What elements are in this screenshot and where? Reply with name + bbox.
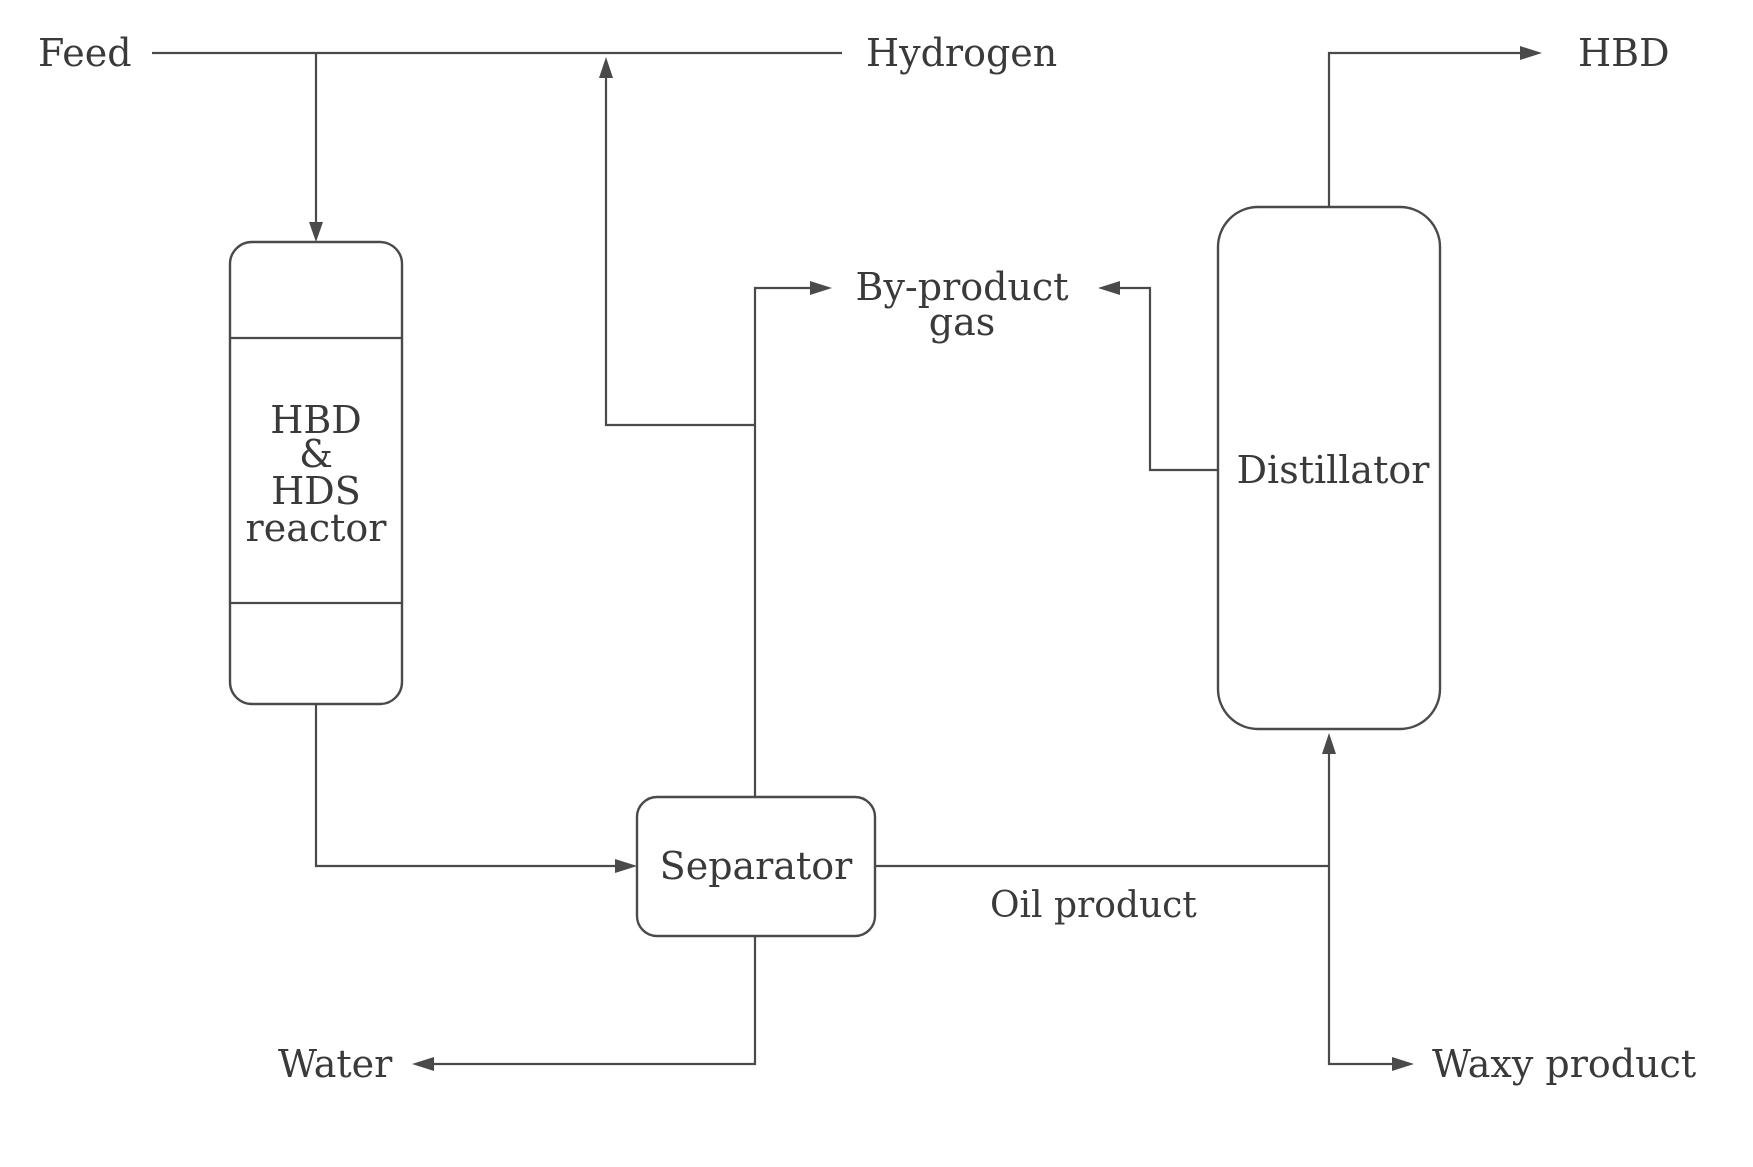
water-line xyxy=(432,936,755,1064)
arrow-to-water xyxy=(412,1057,434,1071)
hbd-product-line xyxy=(1329,53,1522,207)
waxy-product-label: Waxy product xyxy=(1432,1042,1696,1086)
arrow-into-separator xyxy=(615,859,637,873)
waxy-product-line xyxy=(1329,866,1394,1064)
arrow-up-to-distillator xyxy=(1322,733,1336,754)
arrow-to-waxy-product xyxy=(1392,1057,1414,1071)
feed-label: Feed xyxy=(38,31,132,75)
byproduct-gas-label-line2: gas xyxy=(929,300,995,344)
arrow-from-distillator-to-gas xyxy=(1098,281,1120,295)
hydrogen-recycle-line xyxy=(606,76,755,425)
water-label: Water xyxy=(278,1042,393,1086)
reactor-to-separator-line xyxy=(316,704,617,866)
arrow-to-byproduct-gas xyxy=(810,281,832,295)
separator-gas-line xyxy=(755,288,812,797)
reactor-label-line4: reactor xyxy=(246,506,388,550)
hbd-output-label: HBD xyxy=(1578,31,1670,75)
oil-product-label: Oil product xyxy=(990,885,1197,926)
arrow-up-recycle xyxy=(599,57,613,78)
arrow-to-hbd xyxy=(1520,46,1542,60)
separator-label: Separator xyxy=(660,844,853,888)
distillator-gas-line xyxy=(1118,288,1218,470)
arrow-down-to-reactor xyxy=(309,222,323,242)
distillator-label: Distillator xyxy=(1237,448,1431,492)
hydrogen-label: Hydrogen xyxy=(866,31,1057,75)
